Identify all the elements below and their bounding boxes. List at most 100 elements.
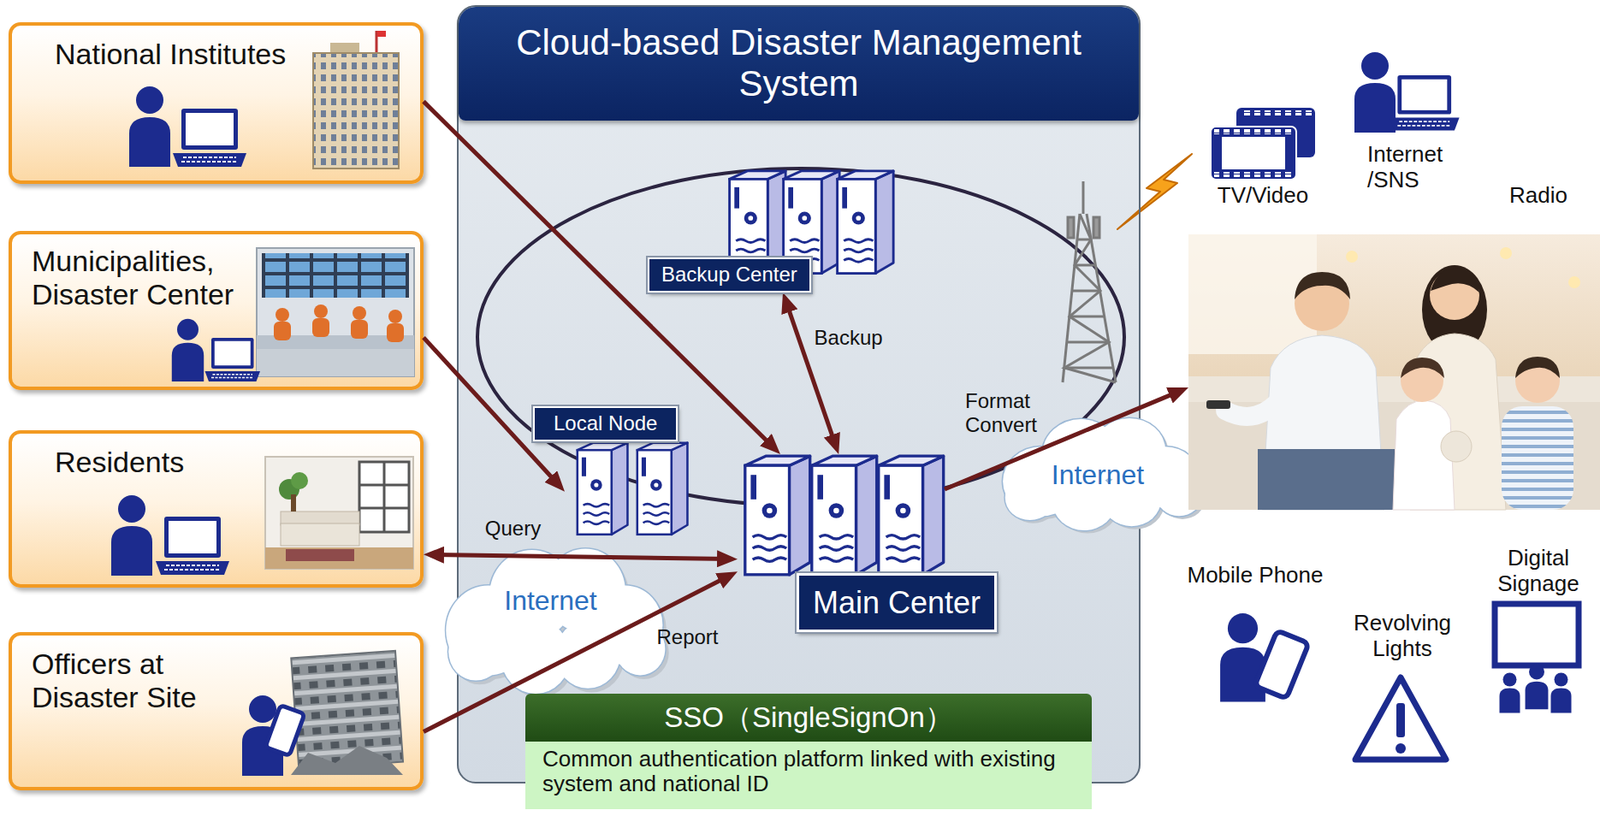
family-photo xyxy=(1206,400,1231,409)
channel-label: Digital Signage xyxy=(1487,545,1590,598)
control-room-icons xyxy=(312,318,330,338)
radio-tower xyxy=(1072,290,1101,293)
family-photo xyxy=(1257,449,1395,510)
sso-description: Common authentication platform linked wi… xyxy=(525,741,1092,811)
family-photo xyxy=(1515,356,1560,379)
actor-label: Officers at Disaster Site xyxy=(31,647,255,715)
server-node: Backup Center xyxy=(647,168,919,293)
data-flow-arrow xyxy=(432,555,729,560)
server-label: Main Center xyxy=(796,573,997,633)
actor-label: National Institutes xyxy=(54,37,412,72)
home-icons xyxy=(111,495,153,576)
warning-light-icon xyxy=(1395,743,1406,754)
channel-label: Internet /SNS xyxy=(1367,142,1475,194)
cloud-fill xyxy=(1005,475,1055,521)
radio-tower xyxy=(1066,341,1109,344)
control-room-icons xyxy=(256,349,415,377)
radio-tower xyxy=(1074,264,1096,267)
control-room-icons xyxy=(273,304,404,343)
control-room-icons xyxy=(273,321,291,341)
cloud-edge xyxy=(445,548,665,694)
control-room-icons xyxy=(171,319,204,382)
data-flow-arrow xyxy=(423,337,559,486)
server-node: Main Center xyxy=(737,454,997,633)
family-photo xyxy=(1400,357,1445,379)
connectors xyxy=(423,101,836,733)
actor-label: Municipalities, Disaster Center xyxy=(31,244,276,312)
main-servers xyxy=(745,456,811,575)
main-servers xyxy=(811,456,878,575)
server-label: Backup Center xyxy=(647,257,812,293)
signage-icon xyxy=(1551,673,1572,714)
institute-icons xyxy=(313,53,399,169)
radio-tower xyxy=(1064,367,1114,370)
cloud-label: Internet xyxy=(426,585,676,617)
control-room-icons xyxy=(205,337,261,382)
radio-tower xyxy=(1064,213,1116,383)
home-icons xyxy=(359,462,409,533)
home-icons xyxy=(359,462,409,533)
home-icons xyxy=(155,516,230,575)
warning-light-icon xyxy=(1355,677,1446,760)
control-room-icons xyxy=(388,309,403,324)
radio-tower xyxy=(1069,315,1105,319)
family-photo xyxy=(1440,431,1472,463)
family-photo xyxy=(1501,406,1574,510)
home-icons xyxy=(290,494,297,512)
signage-icon xyxy=(1494,604,1579,714)
family-photo xyxy=(1294,272,1351,300)
radio-tower xyxy=(1062,181,1116,383)
channel-label: Radio xyxy=(1487,183,1590,209)
mobile-phone-icon xyxy=(1220,613,1310,702)
home-icons xyxy=(285,549,355,562)
tv-video-icon xyxy=(1239,110,1312,116)
cloud-label: Internet xyxy=(984,459,1211,492)
sns-user-icon xyxy=(1389,75,1460,131)
family-photo xyxy=(1430,268,1480,293)
cloud-fill xyxy=(445,548,665,694)
cloud-edge xyxy=(448,622,504,682)
radio-tower xyxy=(1067,217,1074,238)
institute-icons xyxy=(377,30,386,37)
local-servers xyxy=(577,443,688,535)
backup-servers xyxy=(837,171,895,274)
disaster-site-icons xyxy=(290,651,403,770)
actor-label: Residents xyxy=(54,445,412,480)
sns-user-icon xyxy=(1354,52,1396,133)
control-room-icons xyxy=(314,304,328,319)
edge-label: Backup xyxy=(814,325,883,350)
family-photo xyxy=(1499,247,1512,260)
family-photo xyxy=(1225,395,1284,417)
disaster-site-icons xyxy=(265,705,305,756)
sns-user-icon xyxy=(1354,52,1460,133)
family-photo xyxy=(1345,250,1358,263)
home-icons xyxy=(265,456,414,569)
channel-label: Mobile Phone xyxy=(1169,562,1341,589)
control-room-icons xyxy=(171,248,415,382)
institute-icons xyxy=(129,86,171,167)
data-flow-arrow xyxy=(423,575,730,733)
control-room-icons xyxy=(352,306,367,320)
warning-light-icon xyxy=(1355,677,1446,760)
tv-video-icon xyxy=(1210,126,1297,180)
cloud-edge xyxy=(500,620,570,694)
disaster-site-icons xyxy=(290,651,403,770)
disaster-site-icons xyxy=(242,651,403,777)
data-flow-arrow xyxy=(785,300,836,446)
family-photo xyxy=(1568,276,1581,289)
control-room-icons xyxy=(350,320,368,339)
family-photo xyxy=(1188,234,1600,510)
warning-light-icon xyxy=(1396,703,1405,738)
main-servers xyxy=(878,456,944,575)
signage-icon xyxy=(1499,673,1521,714)
tv-video-icon xyxy=(1214,129,1293,135)
signage-icon xyxy=(1494,604,1579,666)
server-node: Local Node xyxy=(564,406,695,536)
edge-label: Query xyxy=(485,516,541,541)
signage-icon xyxy=(1525,664,1549,711)
control-room-icons xyxy=(275,308,290,322)
panel-fill xyxy=(456,5,1141,784)
channel-label: Format Convert xyxy=(965,389,1055,437)
tv-video-icon xyxy=(1221,136,1286,170)
